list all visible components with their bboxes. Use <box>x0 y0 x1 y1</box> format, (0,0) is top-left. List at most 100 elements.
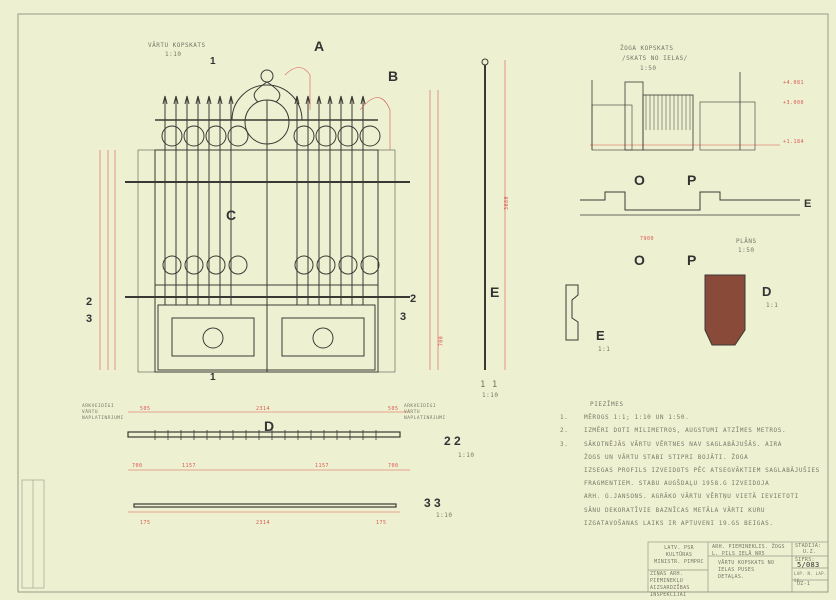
note-1: 1.MĒROGS 1:1; 1:10 UN 1:50. <box>560 414 690 422</box>
gate-elevation-title: VĀRTU KOPSKATS <box>148 42 206 49</box>
picket-spear <box>206 95 212 105</box>
gate-ring <box>228 255 248 275</box>
gate-arch <box>231 84 303 121</box>
fence-wall-left <box>591 104 633 151</box>
gate-elevation <box>125 58 489 373</box>
dim-end-left: 700 <box>132 463 143 469</box>
level-mark-1: +4.081 <box>783 80 805 86</box>
fence-elevation-title: ŽOGA KOPSKATS <box>620 45 674 52</box>
fence-elevation-scale: 1:50 <box>640 65 657 72</box>
section-1-1-scale: 1:10 <box>482 392 499 399</box>
picket-spear <box>305 95 311 105</box>
picket-spear <box>173 95 179 105</box>
section-marker-1-top: 1 <box>210 56 216 67</box>
gate-ring <box>315 125 337 147</box>
section-2-2-bar <box>127 431 401 438</box>
gate-ring <box>293 125 315 147</box>
sheet-border <box>17 13 829 593</box>
fence-gate <box>642 94 694 151</box>
section-marker-2-right: 2 <box>410 293 417 305</box>
picket-spear <box>217 95 223 105</box>
picket-spear <box>184 95 190 105</box>
picket-spear <box>162 95 168 105</box>
section-marker-1-bottom: 1 <box>210 372 216 383</box>
callout-p-top: P <box>687 172 697 188</box>
note-3: 3.SĀKOTNĒJĀS VĀRTU VĒRTNES NAV SAGLABĀJU… <box>560 440 782 448</box>
dim-lower: 700 <box>438 335 445 347</box>
dim-end-right: 700 <box>388 463 399 469</box>
section-marker-3-right: 3 <box>400 311 407 323</box>
other-views <box>127 72 800 508</box>
picket-spear <box>316 95 322 105</box>
fence-elevation-subtitle: /SKATS NO IELAS/ <box>622 55 688 62</box>
section-2-2-scale: 1:10 <box>458 452 475 459</box>
section-2-2-title: 2 2 <box>444 434 461 448</box>
dim-half-left: 1157 <box>182 463 197 469</box>
level-mark-2: +3.000 <box>783 100 805 106</box>
side-stamp <box>21 479 45 589</box>
plan-title: PLĀNS <box>736 238 757 245</box>
gate-scroll <box>253 81 281 103</box>
gate-finial-ring <box>260 69 274 83</box>
note-3-line: SĀNU DEKORATĪVIE BAZNĪCAS METĀLA VĀRTI K… <box>584 506 766 514</box>
gate-post <box>377 149 396 373</box>
note-3-line: IZSEGAS PROFILS IZVEIDOTS PĒC ATSEGVĀKTI… <box>584 467 820 475</box>
picket-spear <box>195 95 201 105</box>
dim-3-3-right: 175 <box>376 520 387 526</box>
dim-3-3-left: 175 <box>140 520 151 526</box>
panel-left <box>171 317 255 357</box>
picket-spear <box>360 95 366 105</box>
callout-c: C <box>226 207 237 223</box>
tb-stage: U.Z. <box>803 549 817 555</box>
callout-e-plan: E <box>804 198 812 210</box>
gate-elevation-scale: 1:10 <box>165 51 182 58</box>
callout-a: A <box>314 38 325 54</box>
leader-b <box>359 97 391 150</box>
gate-ring <box>183 125 205 147</box>
detail-e-scale: 1:1 <box>598 346 611 353</box>
panel-rosette <box>312 327 334 349</box>
note-3-line: FRAGMENTIEM. STABU AUGŠDAĻU 1958.G IZVEI… <box>584 480 770 488</box>
tb-code: 5/083 <box>797 561 820 569</box>
gate-ring <box>162 255 182 275</box>
tb-sheet-no-label: LAP. N. LAP. SK: <box>794 571 827 583</box>
section-marker-2-left: 2 <box>86 296 93 308</box>
dim-half-right: 1157 <box>315 463 330 469</box>
leader-a <box>284 67 311 110</box>
section-1-1-top <box>481 58 489 66</box>
panel-right <box>281 317 365 357</box>
fence-post-left <box>624 81 644 151</box>
picket-spear <box>338 95 344 105</box>
dimension-lines <box>99 60 780 513</box>
note-3-line: ARH. G.JANSONS. AGRĀKO VĀRTU VĒRTŅU VIET… <box>584 493 799 501</box>
level-mark-3: +1.184 <box>783 139 805 145</box>
notes: PIEZĪMES 1.MĒROGS 1:1; 1:10 UN 1:50. 2.I… <box>560 398 820 530</box>
section-3-3-scale: 1:10 <box>436 512 453 519</box>
gate-post <box>137 149 156 373</box>
callout-o-top: O <box>634 172 645 188</box>
gate-ring <box>227 125 249 147</box>
fence-wall-right <box>699 101 756 151</box>
plan-outline <box>580 191 800 211</box>
plan-scale: 1:50 <box>738 247 755 254</box>
gate-ring <box>206 255 226 275</box>
gate-ring <box>294 255 314 275</box>
hinge-label-left: ARKVEIDĪGI VĀRTU NAPLATINĀJUMI <box>82 404 124 421</box>
gate-medallion <box>244 99 290 145</box>
panel-rosette <box>202 327 224 349</box>
gate-ring <box>337 125 359 147</box>
gate-ring <box>359 125 381 147</box>
dim-side-right: 505 <box>388 406 399 412</box>
callout-o-bottom: O <box>634 252 645 268</box>
picket-spear <box>327 95 333 105</box>
hinge-label-right: ARKVEIDĪGI VĀRTU NAPLATINĀJUMI <box>404 404 446 421</box>
plan-total-dim: 7900 <box>640 236 655 242</box>
detail-d-title: D <box>762 284 772 299</box>
callout-d: D <box>264 418 275 434</box>
detail-e-profile <box>565 284 579 341</box>
picket-spear <box>349 95 355 105</box>
tb-code-label: ŠIFRS: <box>795 557 815 563</box>
dim-side-left: 505 <box>140 406 151 412</box>
note-3-line: IZGATAVOŠANAS LAIKS IR APTUVENI 19.GS BE… <box>584 519 774 527</box>
dim-3-3-width: 2314 <box>256 520 271 526</box>
